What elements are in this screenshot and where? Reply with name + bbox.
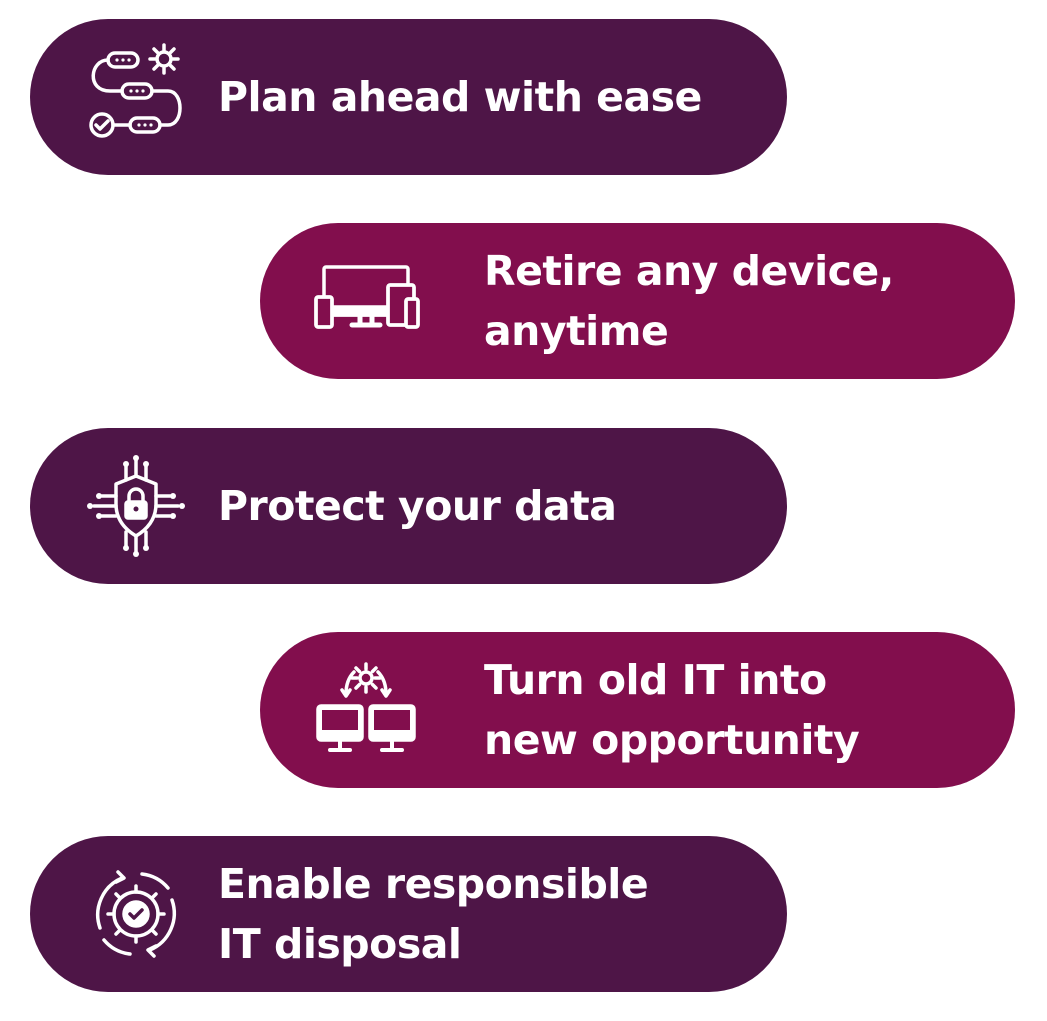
benefit-label-line: Retire any device,	[484, 247, 894, 295]
benefit-label: Plan ahead with ease	[218, 67, 702, 127]
workflow-icon	[80, 41, 192, 153]
benefit-label-line: anytime	[484, 307, 669, 355]
recycle-gear-check-icon	[80, 858, 192, 970]
benefit-pill-plan-ahead: Plan ahead with ease	[30, 19, 787, 175]
benefit-label-line: IT disposal	[218, 920, 462, 968]
benefit-label: Enable responsible IT disposal	[218, 854, 649, 974]
benefit-label-line: Protect your data	[218, 482, 617, 530]
benefit-pill-protect-data: Protect your data	[30, 428, 787, 584]
benefit-pill-responsible-disposal: Enable responsible IT disposal	[30, 836, 787, 992]
benefit-pill-turn-old-it: Turn old IT into new opportunity	[260, 632, 1015, 788]
computers-gear-icon	[310, 654, 422, 766]
benefit-label-line: new opportunity	[484, 716, 860, 764]
benefit-label: Turn old IT into new opportunity	[484, 650, 860, 770]
data-lock-icon	[80, 450, 192, 562]
benefit-label-line: Turn old IT into	[484, 656, 827, 704]
devices-icon	[310, 245, 422, 357]
benefit-label-line: Plan ahead with ease	[218, 73, 702, 121]
benefit-label: Protect your data	[218, 476, 617, 536]
benefit-label: Retire any device, anytime	[484, 241, 894, 361]
benefit-pill-retire-device: Retire any device, anytime	[260, 223, 1015, 379]
benefit-label-line: Enable responsible	[218, 860, 649, 908]
